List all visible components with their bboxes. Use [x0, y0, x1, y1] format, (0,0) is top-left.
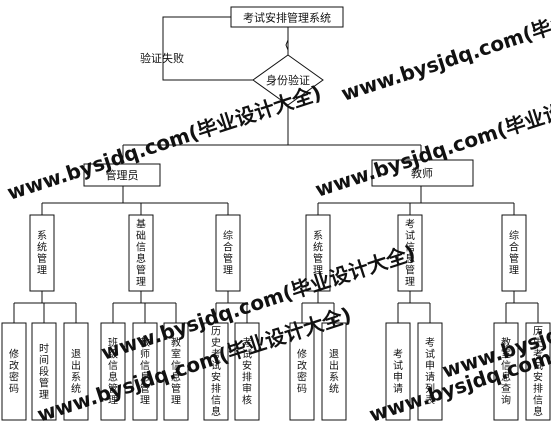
node-label: 考试申请 [393, 349, 403, 396]
decision-node: 身份验证 [252, 54, 324, 106]
node-label: 考试安排审核 [242, 337, 252, 407]
leaf-node: 退出系统 [63, 322, 89, 421]
node-label: 退出系统 [71, 349, 81, 396]
title-text: 考试安排管理系统 [243, 11, 331, 25]
watermark-text: www.bysjdq.com(毕业设计大全) [4, 80, 324, 204]
leaf-node: 考试申请列表 [417, 322, 443, 421]
node-label: 历史考试安排信息 [211, 326, 221, 419]
role-text: 教师 [411, 167, 433, 180]
node-label: 考试申请列表 [425, 337, 435, 407]
leaf-node: 教师信息管理 [132, 322, 158, 421]
role-text: 管理员 [106, 168, 139, 182]
leaf-node: 时间段管理 [31, 322, 57, 421]
decision-text: 身份验证 [266, 73, 310, 87]
auth-fail-label: 验证失败 [140, 51, 184, 65]
node-label: 综合管理 [509, 229, 519, 277]
group-node: 系统管理 [29, 214, 55, 292]
node-label: 修改密码 [9, 348, 19, 396]
node-label: 修改密码 [297, 348, 307, 396]
group-node: 基础信息管理 [128, 214, 154, 292]
group-node: 综合管理 [501, 214, 527, 292]
node-label: 教师信息管理 [140, 336, 150, 407]
node-label: 考试信息管理 [405, 219, 415, 289]
leaf-node: 考试申请 [385, 322, 411, 421]
node-label: 教室信息查询 [501, 336, 511, 407]
leaf-nodes: 修改密码 时间段管理 退出系统 班级信息管理 教师信息管理 教室信息管理 历史考试安排信息 考… [1, 322, 551, 421]
node-label: 时间段管理 [39, 343, 49, 401]
leaf-node: 历史考试安排信息 [203, 322, 229, 421]
group-nodes: 系统管理 基础信息管理 综合管理 系统管理 考试信息管理 综合管理 [29, 214, 527, 292]
node-label: 系统管理 [313, 230, 323, 277]
group-node: 考试信息管理 [397, 214, 423, 292]
connectors [13, 16, 539, 323]
leaf-node: 修改密码 [289, 322, 315, 421]
leaf-node: 考试安排审核 [234, 322, 260, 421]
role-node-teacher: 教师 [371, 159, 474, 187]
node-label: 系统管理 [37, 230, 47, 277]
leaf-node: 班级信息管理 [100, 322, 126, 421]
role-node-admin: 管理员 [83, 163, 161, 187]
group-node: 综合管理 [215, 214, 241, 292]
leaf-node: 教室信息管理 [163, 322, 189, 421]
leaf-node: 退出系统 [321, 322, 347, 421]
node-label: 教室信息管理 [171, 336, 181, 407]
node-label: 基础信息管理 [136, 218, 146, 289]
node-label: 历史考试安排信息 [533, 326, 543, 419]
leaf-node: 教室信息查询 [493, 322, 519, 421]
node-label: 退出系统 [329, 349, 339, 396]
leaf-node: 历史考试安排信息 [525, 322, 551, 421]
node-label: 班级信息管理 [108, 337, 118, 407]
group-node: 系统管理 [305, 214, 331, 292]
watermark-text: www.bysjdq.com(毕业设计大全) [338, 0, 551, 106]
leaf-node: 修改密码 [1, 322, 27, 421]
node-label: 综合管理 [223, 229, 233, 277]
title-node: 考试安排管理系统 [230, 6, 344, 28]
